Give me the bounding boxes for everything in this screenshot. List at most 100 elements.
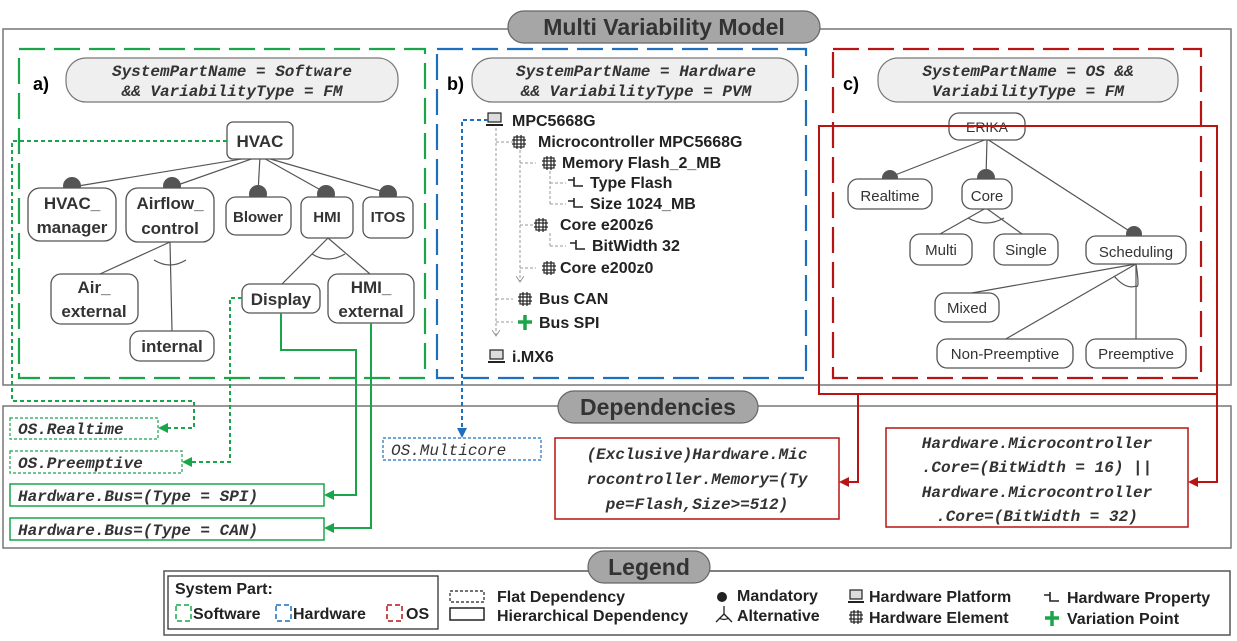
legend-hardware-swatch <box>275 604 292 622</box>
feature-airflow-control-label-1: Airflow_ <box>136 194 204 213</box>
os-feature-model <box>889 138 1139 341</box>
os-feature-preemptive-label: Preemptive <box>1098 346 1174 363</box>
os-feature-core <box>961 178 1013 210</box>
dep-core-bitwidth-line2: .Core=(BitWidth = 16) || <box>922 459 1152 477</box>
panel-c-letter: c) <box>843 74 859 94</box>
legend-os: OS <box>406 606 429 623</box>
feature-hmi <box>300 196 354 239</box>
legend-software-swatch <box>175 604 192 622</box>
hw-element-icon <box>542 156 556 170</box>
panel-c-header-line2: VariabilityType = FM <box>932 83 1125 101</box>
legend-mandatory-icon <box>717 592 727 602</box>
panel-a-header <box>65 57 399 103</box>
hw-property-icon <box>568 177 583 187</box>
dep-hardware-memory-line1: (Exclusive)Hardware.Mic <box>587 446 808 464</box>
hw-platform-icon <box>488 349 505 363</box>
legend-alternative: Alternative <box>737 608 820 625</box>
software-panel-frame <box>17 47 427 380</box>
hw-mpc5668g: MPC5668G <box>512 113 596 130</box>
feature-airflow-control <box>125 187 215 243</box>
panel-c-header-line1: SystemPartName = OS && <box>922 63 1134 81</box>
panel-b-letter: b) <box>447 74 464 94</box>
os-feature-scheduling <box>1085 235 1187 265</box>
panel-b-header <box>471 57 799 103</box>
dep-os-realtime-label: OS.Realtime <box>18 421 124 439</box>
feature-hvac-manager-label-2: manager <box>37 218 108 237</box>
dep-core-bitwidth-line4: .Core=(BitWidth = 32) <box>936 508 1138 526</box>
feature-airflow-control-label-2: control <box>141 219 199 238</box>
hw-size: Size 1024_MB <box>590 196 696 213</box>
feature-hmi-external-label-2: external <box>338 302 403 321</box>
panel-a-header-line1: SystemPartName = Software <box>112 63 352 81</box>
dep-os-multicore <box>382 437 542 461</box>
os-feature-mixed-label: Mixed <box>947 300 987 317</box>
feature-blower-label: Blower <box>233 209 283 226</box>
legend-system-part: System Part: <box>175 581 273 598</box>
hw-element-icon <box>518 292 532 306</box>
panel-a-letter: a) <box>33 74 49 94</box>
dep-hardware-memory-line3: pe=Flash,Size>=512) <box>605 496 788 514</box>
legend-flat-swatch <box>449 590 485 603</box>
legend-os-swatch <box>386 604 403 622</box>
dep-hardware-memory-line2: rocontroller.Memory=(Ty <box>587 471 809 489</box>
feature-hmi-label: HMI <box>313 209 341 226</box>
dep-os-realtime <box>9 417 159 440</box>
os-panel-frame <box>831 47 1203 380</box>
hw-memory: Memory Flash_2_MB <box>562 155 721 172</box>
hw-microcontroller: Microcontroller MPC5668G <box>538 134 743 151</box>
feature-air-external-label-2: external <box>61 302 126 321</box>
panel-b-header-line1: SystemPartName = Hardware <box>516 63 756 81</box>
os-feature-non-preemptive-label: Non-Preemptive <box>951 346 1059 363</box>
legend-alternative-icon <box>715 606 733 623</box>
hw-core-e200z6: Core e200z6 <box>560 217 653 234</box>
dep-hardware-memory <box>554 437 840 520</box>
panel-c-header <box>877 57 1179 103</box>
feature-display-label: Display <box>251 290 312 309</box>
dep-core-bitwidth <box>885 427 1189 528</box>
hw-element-icon <box>512 135 526 149</box>
os-feature-multi <box>909 233 973 266</box>
hw-element-icon <box>534 218 548 232</box>
dep-hardware-bus-can-label: Hardware.Bus=(Type = CAN) <box>18 522 258 540</box>
os-feature-non-preemptive <box>936 338 1074 369</box>
os-feature-mixed <box>934 292 1000 323</box>
legend-hw-platform-icon <box>848 589 864 603</box>
hardware-panel-frame <box>435 47 808 380</box>
feature-blower <box>225 196 292 236</box>
hw-property-icon <box>568 198 583 208</box>
feature-hmi-external-label-1: HMI_ <box>351 278 392 297</box>
legend-mandatory: Mandatory <box>737 588 818 605</box>
os-feature-realtime-label: Realtime <box>860 188 919 205</box>
hw-bus-spi: Bus SPI <box>539 315 599 332</box>
legend-hw-element: Hardware Element <box>869 610 1009 627</box>
panel-b-header-line2: && VariabilityType = PVM <box>520 83 753 101</box>
legend-hw-element-icon <box>849 610 863 624</box>
os-feature-single <box>993 233 1059 266</box>
legend-variation-point: Variation Point <box>1067 611 1180 628</box>
dependencies-title: Dependencies <box>580 394 736 420</box>
dep-core-bitwidth-line1: Hardware.Microcontroller <box>922 435 1153 453</box>
feature-itos <box>362 196 414 239</box>
variation-point-icon <box>518 315 532 330</box>
os-feature-realtime <box>847 178 933 210</box>
hardware-tree-connectors <box>496 128 566 336</box>
legend-hw-property-icon <box>1044 592 1059 602</box>
legend-system-part-box <box>167 575 439 630</box>
hw-element-icon <box>542 261 556 275</box>
legend-flat: Flat Dependency <box>497 589 625 606</box>
dep-os-multicore-label: OS.Multicore <box>391 442 506 460</box>
dependencies-title-pill <box>557 390 759 424</box>
legend-title-pill <box>587 550 711 584</box>
software-feature-model <box>71 155 389 332</box>
feature-hvac-manager-label-1: HVAC_ <box>44 194 101 213</box>
legend-software: Software <box>193 606 261 623</box>
hw-bus-can: Bus CAN <box>539 291 608 308</box>
hw-platform-icon <box>486 112 503 126</box>
hw-imx6: i.MX6 <box>512 349 554 366</box>
dep-hardware-bus-spi-label: Hardware.Bus=(Type = SPI) <box>18 488 258 506</box>
model-title-pill <box>507 10 821 44</box>
feature-itos-label: ITOS <box>371 209 406 226</box>
os-feature-core-label: Core <box>971 188 1004 205</box>
legend-variation-point-icon <box>1045 611 1059 626</box>
